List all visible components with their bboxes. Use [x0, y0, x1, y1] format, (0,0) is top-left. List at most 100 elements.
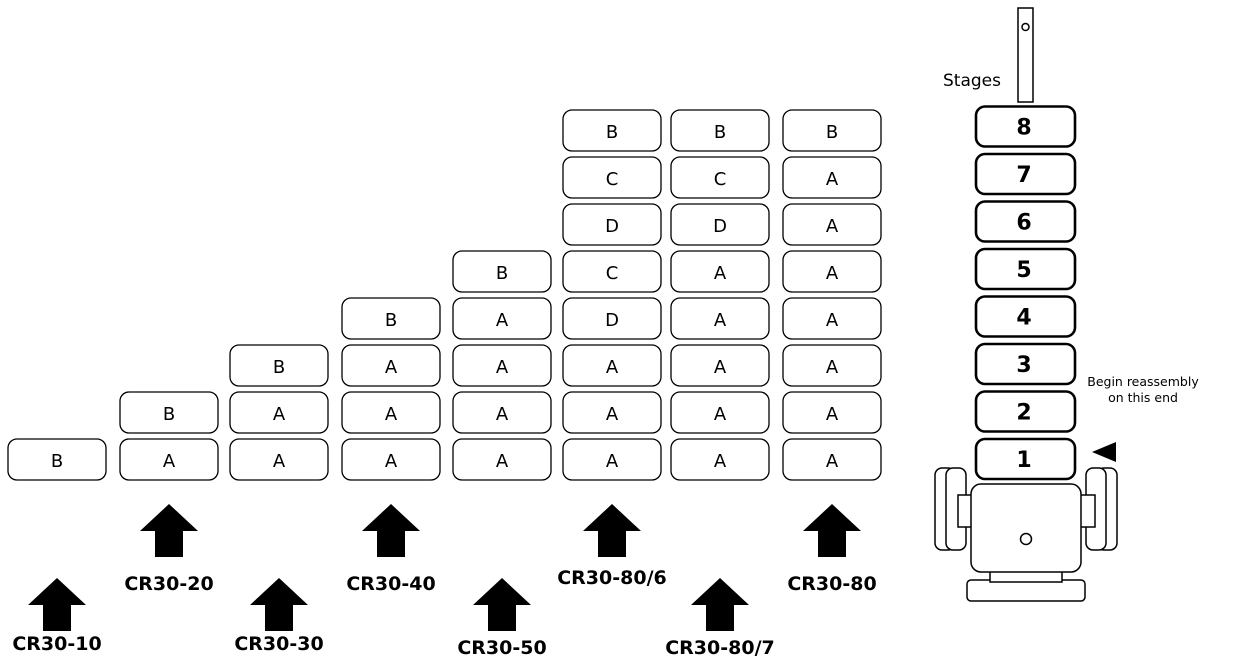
- stage-box: [562, 156, 662, 199]
- stage-letter: B: [51, 451, 63, 472]
- model-label: CR30-10: [12, 633, 101, 655]
- stage-letter: A: [826, 357, 839, 378]
- stage-letter: C: [606, 169, 619, 190]
- stage-letter: B: [163, 404, 175, 425]
- stage-letter: A: [826, 263, 839, 284]
- stage-box: [782, 391, 882, 434]
- stage-box: [452, 250, 552, 293]
- stage-box: [452, 438, 552, 481]
- stage-letter: B: [826, 122, 838, 143]
- pump-stage-number: 7: [1016, 163, 1031, 188]
- pump-stage-number: 6: [1016, 211, 1031, 236]
- reassembly-pointer-icon: [1092, 442, 1116, 462]
- pump-stage-box: [974, 152, 1077, 196]
- model-column-0: B CR30-10: [7, 438, 107, 655]
- stages-label: Stages: [943, 71, 1001, 91]
- up-arrow-icon: [250, 578, 308, 631]
- pump-stage-number: 1: [1016, 448, 1031, 473]
- stage-letter: A: [385, 404, 398, 425]
- stage-box: [119, 391, 219, 434]
- stage-box: [670, 438, 770, 481]
- up-arrow-icon: [140, 504, 198, 557]
- stage-box: [670, 391, 770, 434]
- stage-box: [782, 109, 882, 152]
- stage-box: [670, 109, 770, 152]
- stage-letter: B: [496, 263, 508, 284]
- stage-box: [341, 297, 441, 340]
- model-label: CR30-30: [234, 633, 323, 655]
- stage-letter: B: [273, 357, 285, 378]
- stage-box: [782, 203, 882, 246]
- stage-box: [562, 109, 662, 152]
- pump-stage-number: 2: [1016, 401, 1031, 426]
- model-label: CR30-80: [787, 573, 876, 595]
- stage-letter: A: [496, 404, 509, 425]
- stage-box: [782, 156, 882, 199]
- stage-box: [562, 250, 662, 293]
- pump-housing: [970, 483, 1082, 573]
- stage-letter: A: [385, 451, 398, 472]
- stage-box: [782, 438, 882, 481]
- up-arrow-icon: [803, 504, 861, 557]
- stage-box: [670, 344, 770, 387]
- stage-letter: A: [606, 404, 619, 425]
- stage-letter: A: [606, 357, 619, 378]
- drain-plug: [1019, 532, 1033, 546]
- stage-letter: A: [496, 357, 509, 378]
- model-stacks: BCR30-10ABCR30-20AABCR30-30AAABCR30-40AA…: [7, 109, 882, 659]
- stage-letter: A: [273, 404, 286, 425]
- right-port: [1079, 494, 1096, 528]
- stage-box: [670, 156, 770, 199]
- stage-box: [119, 438, 219, 481]
- stage-box: [562, 203, 662, 246]
- model-label: CR30-40: [346, 573, 435, 595]
- reassembly-note-line1: Begin reassembly: [1087, 374, 1199, 389]
- up-arrow-icon: [691, 578, 749, 631]
- stage-letter: A: [826, 310, 839, 331]
- stage-box: [562, 391, 662, 434]
- stage-box: [562, 344, 662, 387]
- up-arrow-icon: [473, 578, 531, 631]
- stage-box: [452, 391, 552, 434]
- pump-stage-number: 4: [1016, 306, 1031, 331]
- stage-letter: B: [714, 122, 726, 143]
- stage-box: [229, 344, 329, 387]
- model-label: CR30-80/7: [665, 637, 775, 659]
- stage-box: [562, 438, 662, 481]
- model-column-2: A A B CR30-30: [229, 344, 329, 655]
- up-arrow-icon: [583, 504, 641, 557]
- stage-box: [341, 391, 441, 434]
- stage-box: [782, 297, 882, 340]
- model-label: CR30-50: [457, 637, 546, 659]
- stage-box: [452, 344, 552, 387]
- pump-stage-box: [974, 247, 1077, 291]
- stage-letter: A: [714, 310, 727, 331]
- stage-letter: B: [385, 310, 397, 331]
- model-column-3: A A A B CR30-40: [341, 297, 441, 595]
- stage-letter: A: [273, 451, 286, 472]
- stage-box: [341, 344, 441, 387]
- stage-letter: A: [826, 216, 839, 237]
- pump-stage-box: [974, 342, 1077, 386]
- stage-box: [670, 203, 770, 246]
- stage-letter: D: [605, 310, 619, 331]
- stage-box: [782, 250, 882, 293]
- stage-letter: A: [826, 169, 839, 190]
- up-arrow-icon: [28, 578, 86, 631]
- stage-letter: A: [826, 451, 839, 472]
- stage-letter: D: [605, 216, 619, 237]
- pump-stage-number: 3: [1016, 353, 1031, 378]
- shaft-hole: [1021, 22, 1030, 32]
- pump-stage-box: [974, 200, 1077, 243]
- stage-letter: A: [496, 310, 509, 331]
- pump-stage-box: [974, 437, 1077, 481]
- stage-box: [452, 297, 552, 340]
- stage-letter: B: [606, 122, 618, 143]
- stage-letter: A: [826, 404, 839, 425]
- stage-letter: A: [385, 357, 398, 378]
